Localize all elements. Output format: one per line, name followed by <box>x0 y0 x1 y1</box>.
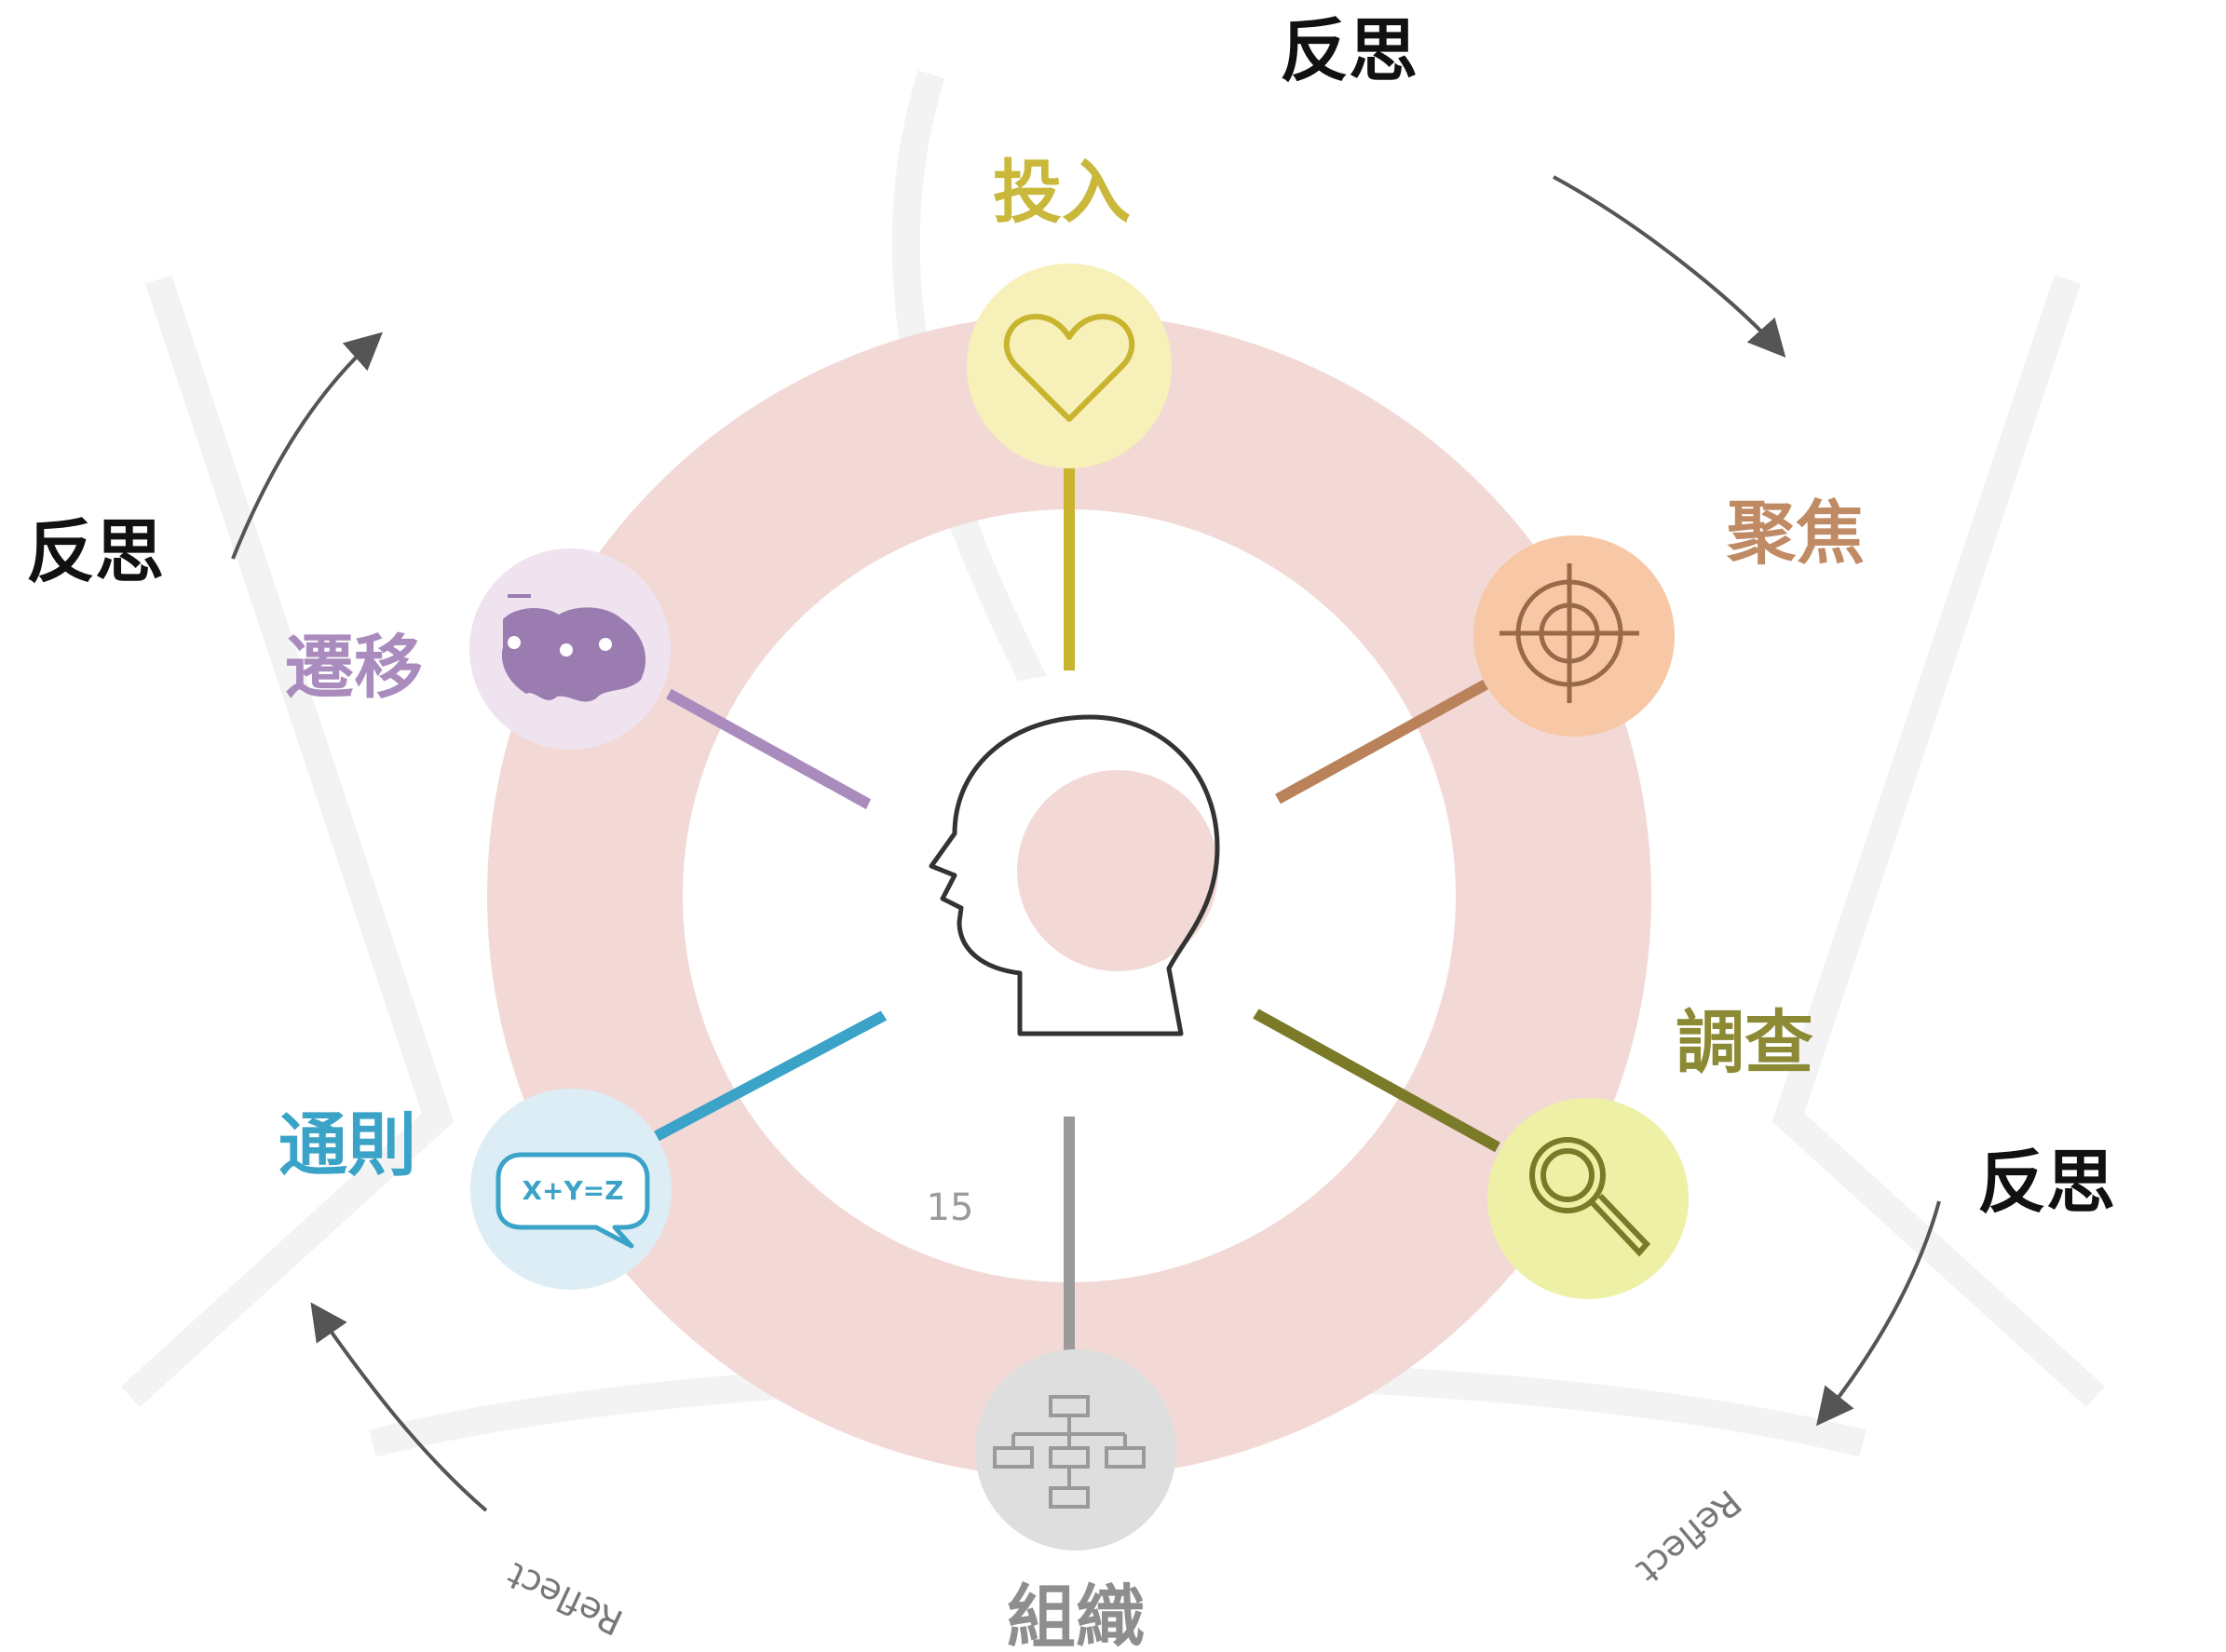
arrow-bottom-right <box>1816 1200 1941 1427</box>
node-organize[interactable] <box>975 1349 1176 1550</box>
label-generalize: 通則 <box>278 1105 416 1185</box>
arrow-left <box>231 332 383 560</box>
heart-icon <box>1003 314 1135 422</box>
label-organize: 組織 <box>1007 1578 1145 1652</box>
magnifier-icon <box>1529 1137 1651 1257</box>
label-investigate: 調查 <box>1676 1003 1813 1083</box>
label-transfer: 遷移 <box>285 628 423 708</box>
head-icon <box>929 714 1220 1036</box>
node-focus[interactable] <box>1473 535 1675 737</box>
spoke-transfer <box>666 688 874 811</box>
node-engage[interactable] <box>967 264 1172 468</box>
arrow-top-right <box>1553 175 1786 358</box>
label-focus: 聚焦 <box>1726 494 1865 574</box>
reflect-arrows <box>231 175 1941 1512</box>
spoke-focus <box>1275 679 1488 805</box>
reflect-label-left: 反思 <box>26 512 164 592</box>
node-generalize[interactable]: X+Y=Z <box>470 1089 672 1290</box>
spoke-investigate <box>1247 1005 1500 1153</box>
reflect-english-right: Reflect <box>1629 1482 1749 1591</box>
spoke-generalize <box>654 1002 902 1142</box>
node-transfer[interactable] <box>469 548 671 750</box>
page-number: 15 <box>927 1186 974 1229</box>
spokes <box>654 466 1500 1350</box>
formula-bubble-icon: X+Y=Z <box>495 1152 650 1249</box>
arrow-bottom-left <box>310 1302 488 1512</box>
label-engage: 投入 <box>993 153 1131 233</box>
reflect-label-top: 反思 <box>1280 11 1418 91</box>
target-icon <box>1500 563 1639 703</box>
world-map-icon <box>501 594 646 702</box>
org-chart-icon <box>993 1395 1146 1509</box>
reflect-label-right: 反思 <box>1977 1143 2115 1223</box>
formula-text: X+Y=Z <box>522 1175 623 1206</box>
node-investigate[interactable] <box>1487 1098 1689 1299</box>
reflect-english-left: Reflect <box>501 1554 629 1643</box>
